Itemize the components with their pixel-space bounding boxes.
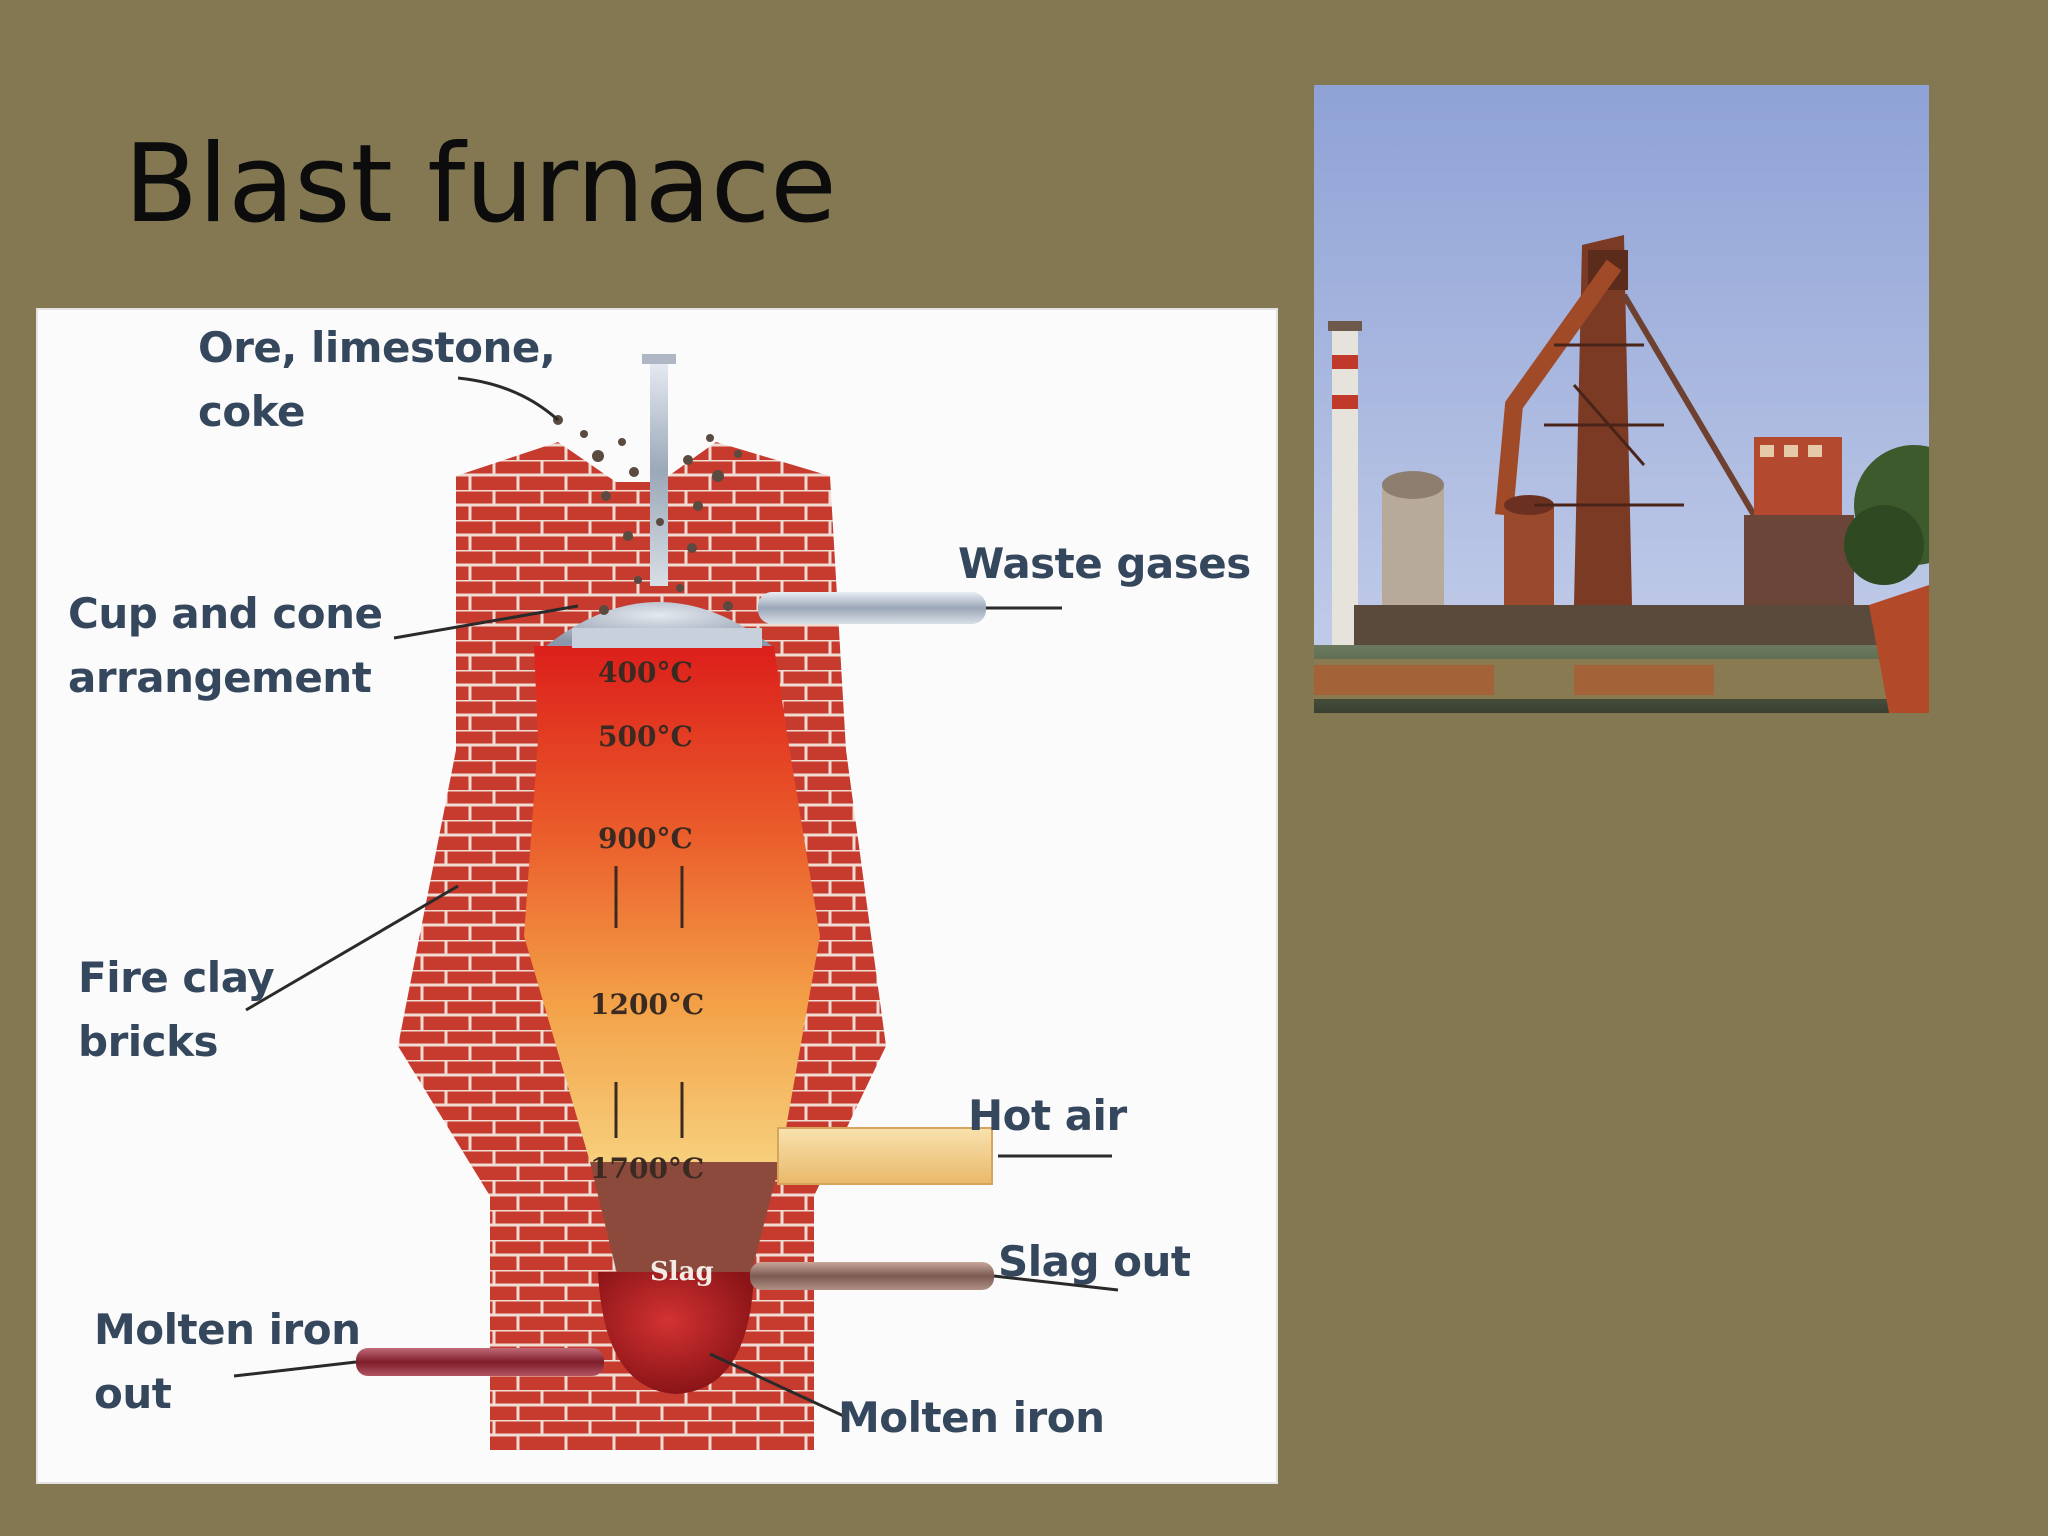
- label-cup-line1: Cup and cone: [68, 589, 382, 638]
- cup-leader-line: [393, 604, 579, 640]
- slag-layer: [590, 1162, 780, 1278]
- label-fireclay-line1: Fire clay: [78, 953, 274, 1002]
- charging-rod: [650, 356, 668, 586]
- waste-gas-pipe: [758, 592, 986, 624]
- label-slag-out: Slag out: [998, 1237, 1191, 1286]
- label-fireclay-line2: bricks: [78, 1017, 218, 1066]
- slide-title: Blast furnace: [124, 122, 837, 247]
- label-molten-out-line2: out: [94, 1369, 172, 1418]
- label-ore-line2: coke: [198, 387, 305, 436]
- hot-gas-arrows: [614, 866, 684, 1138]
- charge-particles: [553, 415, 742, 615]
- hot-air-pipe: [777, 1127, 993, 1185]
- furnace-chamber: [524, 646, 820, 1162]
- label-molten-iron: Molten iron: [838, 1393, 1105, 1442]
- label-cup-line2: arrangement: [68, 653, 372, 702]
- label-ore-line1: Ore, limestone,: [198, 323, 555, 372]
- molten-iron-leader-line: [709, 1352, 849, 1420]
- label-hot-air: Hot air: [968, 1091, 1127, 1140]
- label-waste-gases: Waste gases: [958, 539, 1251, 588]
- temp-400: 400°C: [598, 656, 693, 689]
- label-molten-out-line1: Molten iron: [94, 1305, 361, 1354]
- temp-1200: 1200°C: [590, 988, 704, 1021]
- temp-500: 500°C: [598, 720, 693, 753]
- blast-furnace-diagram: Slag 400°C 500°C 900°C 1200°C: [36, 308, 1278, 1484]
- ore-leader-line: [457, 376, 560, 422]
- molten-out-arrow: [233, 1360, 357, 1378]
- temp-900: 900°C: [598, 822, 693, 855]
- fireclay-leader-line: [245, 884, 459, 1012]
- molten-iron-out-pipe: [356, 1348, 604, 1376]
- temp-1700: 1700°C: [590, 1152, 704, 1185]
- slag-text: Slag: [650, 1257, 714, 1287]
- slag-out-pipe: [750, 1262, 994, 1290]
- molten-iron-pool: [598, 1272, 754, 1394]
- steel-plant-photo: [1314, 85, 1929, 713]
- slag-out-arrow: [993, 1274, 1119, 1292]
